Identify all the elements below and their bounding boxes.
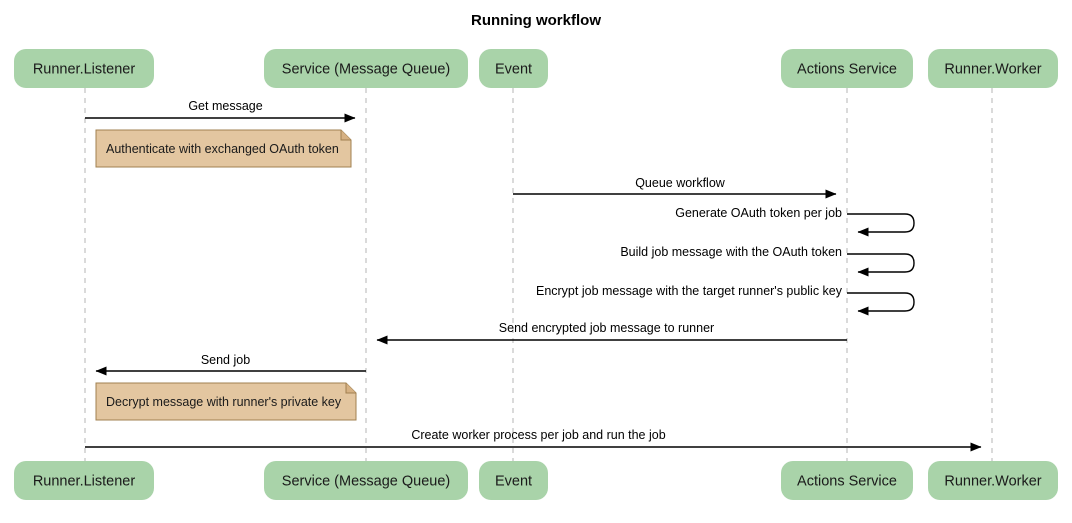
participant-runner-listener-bottom[interactable]: Runner.Listener: [14, 461, 154, 500]
participants-bottom-layer: Runner.Listener Service (Message Queue) Ev…: [14, 461, 1058, 500]
participant-label-event: Event: [495, 473, 532, 489]
participant-box: [928, 461, 1058, 500]
participant-runner-worker-bottom[interactable]: Runner.Worker: [928, 461, 1058, 500]
participant-label-runner-worker: Runner.Worker: [944, 473, 1041, 489]
note-fold-corner: [345, 383, 356, 394]
message-queue-workflow[interactable]: Queue workflow: [513, 176, 837, 199]
note-fold-corner: [340, 130, 351, 141]
participant-box: [781, 461, 913, 500]
participant-box: [479, 461, 548, 500]
note-decrypt-message-with-runners-private-key[interactable]: Decrypt message with runner's private ke…: [95, 382, 357, 421]
notes-layer: Authenticate with exchanged OAuth tokenD…: [95, 129, 357, 421]
participant-runner-worker-top[interactable]: Runner.Worker: [928, 49, 1058, 88]
participant-label-service-message-queue: Service (Message Queue): [282, 61, 450, 77]
message-label: Generate OAuth token per job: [675, 206, 842, 220]
participant-actions-service-bottom[interactable]: Actions Service: [781, 461, 913, 500]
message-generate-oauth-token-per-job[interactable]: Generate OAuth token per job: [675, 206, 915, 237]
message-label: Encrypt job message with the target runn…: [536, 284, 843, 298]
self-loop-path: [847, 292, 915, 316]
note-body: [95, 129, 352, 168]
participant-service-message-queue-bottom[interactable]: Service (Message Queue): [264, 461, 468, 500]
participant-box: [14, 49, 154, 88]
self-loop-path: [847, 213, 915, 237]
note-body: [95, 382, 357, 421]
participant-box: [479, 49, 548, 88]
participant-box: [264, 461, 468, 500]
participant-label-event: Event: [495, 61, 532, 77]
participant-box: [928, 49, 1058, 88]
participant-label-runner-worker: Runner.Worker: [944, 61, 1041, 77]
message-label: Queue workflow: [635, 176, 726, 190]
participant-box: [781, 49, 913, 88]
message-encrypt-job-message-with-the-target-runners-public-key[interactable]: Encrypt job message with the target runn…: [536, 284, 915, 316]
message-label: Get message: [188, 99, 262, 113]
message-label: Create worker process per job and run th…: [411, 428, 665, 442]
participant-label-actions-service: Actions Service: [797, 61, 897, 77]
note-label: Authenticate with exchanged OAuth token: [106, 142, 339, 156]
message-label: Send encrypted job message to runner: [499, 321, 714, 335]
message-get-message[interactable]: Get message: [85, 99, 356, 123]
participant-label-actions-service: Actions Service: [797, 473, 897, 489]
participant-box: [264, 49, 468, 88]
message-create-worker-process-per-job-and-run-the-job[interactable]: Create worker process per job and run th…: [85, 428, 982, 452]
message-send-encrypted-job-message-to-runner[interactable]: Send encrypted job message to runner: [376, 321, 847, 345]
participant-event-top[interactable]: Event: [479, 49, 548, 88]
participant-event-bottom[interactable]: Event: [479, 461, 548, 500]
participant-runner-listener-top[interactable]: Runner.Listener: [14, 49, 154, 88]
participant-box: [14, 461, 154, 500]
message-send-job[interactable]: Send job: [95, 353, 366, 376]
message-label: Build job message with the OAuth token: [620, 245, 842, 259]
self-loop-path: [847, 253, 915, 277]
page-title: Running workflow: [471, 12, 601, 29]
participants-top-layer: Runner.Listener Service (Message Queue) Ev…: [14, 49, 1058, 88]
participant-label-runner-listener: Runner.Listener: [33, 61, 136, 77]
participant-label-service-message-queue: Service (Message Queue): [282, 473, 450, 489]
message-build-job-message-with-the-oauth-token[interactable]: Build job message with the OAuth token: [620, 245, 915, 277]
participant-label-runner-listener: Runner.Listener: [33, 473, 136, 489]
lifelines-layer: [84, 88, 993, 461]
message-label: Send job: [201, 353, 250, 367]
participant-service-message-queue-top[interactable]: Service (Message Queue): [264, 49, 468, 88]
note-label: Decrypt message with runner's private ke…: [106, 395, 342, 409]
participant-actions-service-top[interactable]: Actions Service: [781, 49, 913, 88]
note-authenticate-with-exchanged-oauth-token[interactable]: Authenticate with exchanged OAuth token: [95, 129, 352, 168]
